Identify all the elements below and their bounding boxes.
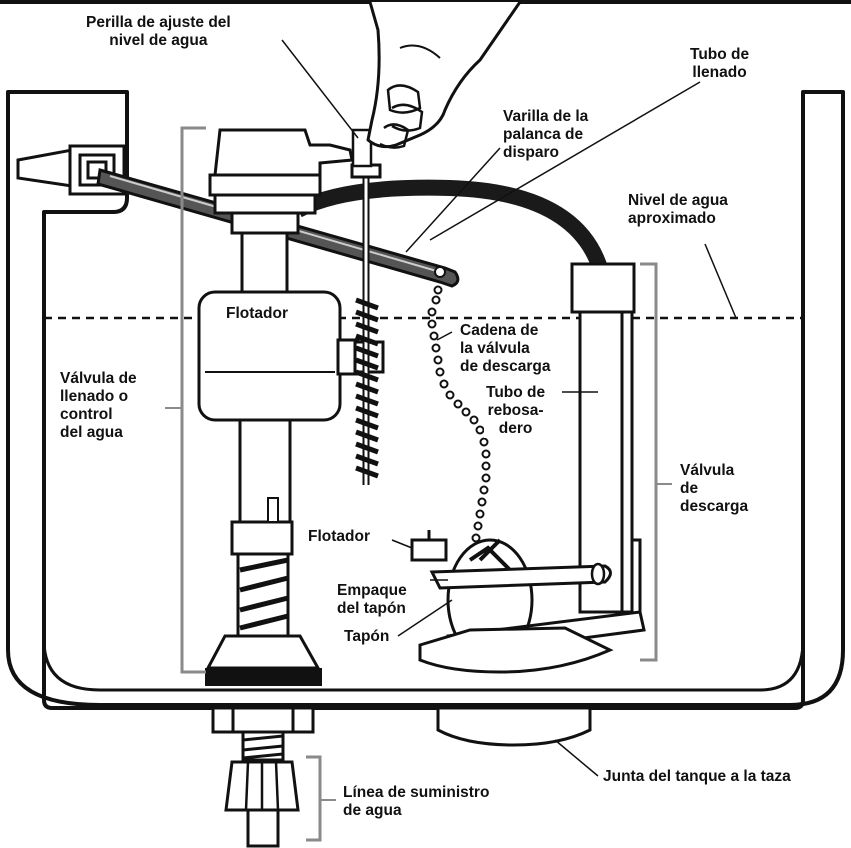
hand-drawing — [366, 1, 522, 149]
fill-tube — [294, 179, 608, 271]
tank-inner-wall — [42, 92, 805, 692]
supply-line-bracket — [306, 755, 322, 842]
label-tank-bowl-gasket: Junta del tanque a la taza — [603, 768, 791, 785]
fill-valve-bracket — [180, 126, 206, 674]
tank-to-bowl-gasket — [436, 706, 592, 747]
adjust-rod — [350, 128, 382, 485]
tank-outline — [6, 90, 845, 710]
supply-fittings — [211, 706, 315, 848]
label-flapper: Tapón — [344, 628, 390, 645]
flapper-chain — [427, 285, 491, 543]
fill-valve — [197, 128, 385, 686]
leader-lines — [281, 39, 737, 777]
label-float-small: Flotador — [308, 528, 370, 545]
overflow-tube — [570, 262, 642, 614]
flush-valve-bracket — [640, 262, 658, 662]
flapper-assembly — [410, 530, 646, 674]
flush-handle — [16, 144, 126, 196]
label-float-main: Flotador — [226, 305, 288, 322]
